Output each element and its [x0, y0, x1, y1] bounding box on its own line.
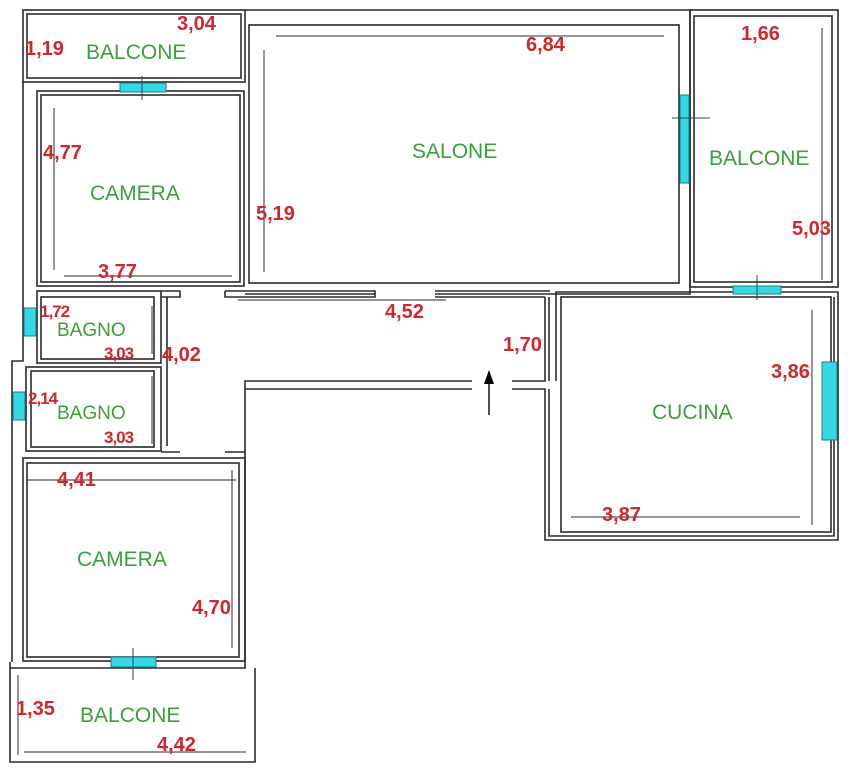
- walls: [9, 9, 839, 763]
- room-label-balcone-bottom: BALCONE: [80, 704, 180, 727]
- wall-camera-top-inner: [40, 94, 241, 283]
- measure-balcone-b-h: 1,35: [16, 698, 55, 720]
- measure-bagno2-h: 2,14: [28, 389, 59, 408]
- window-salone: [672, 94, 710, 184]
- room-label-bagno-1: BAGNO: [57, 320, 126, 341]
- wall-salone-inner: [248, 24, 680, 284]
- wall-bagno-1: [36, 290, 162, 364]
- wall-bagno-2: [25, 366, 162, 452]
- measure-corridor-h: 4,02: [162, 344, 201, 366]
- wall-balcone-right-inner: [693, 15, 833, 283]
- measure-camera-bottom-w: 4,41: [57, 469, 96, 491]
- room-label-salone: SALONE: [412, 140, 497, 163]
- measure-balcone-r-h: 5,03: [792, 218, 831, 240]
- room-label-camera-bottom: CAMERA: [77, 548, 167, 571]
- room-labels: BALCONE CAMERA SALONE BALCONE BAGNO BAGN…: [57, 41, 809, 727]
- measure-balcone-b-w: 4,42: [157, 734, 196, 756]
- measure-entry-w: 1,70: [503, 334, 542, 356]
- room-label-bagno-2: BAGNO: [57, 403, 126, 424]
- room-label-camera-top: CAMERA: [90, 182, 180, 205]
- windows: [12, 76, 838, 680]
- window-balcone-right: [732, 275, 782, 300]
- wall-balcone-top-left-inner: [26, 13, 242, 79]
- window-camera-top: [119, 76, 167, 100]
- measure-camera-top-h: 4,77: [43, 142, 82, 164]
- dimension-lines: [17, 28, 823, 755]
- measure-salone-h: 5,19: [256, 203, 295, 225]
- measure-balcone-tl-w: 3,04: [177, 13, 217, 35]
- window-camera-bottom: [110, 648, 157, 680]
- entry-arrow-icon: [484, 370, 494, 415]
- window-bagno-1: [23, 307, 37, 337]
- wall-camera-bottom-outer: [10, 452, 246, 669]
- measure-balcone-r-w: 1,66: [741, 23, 780, 45]
- window-cucina: [821, 361, 838, 441]
- measure-camera-bottom-h: 4,70: [192, 597, 231, 619]
- wall-bagno-2-inner: [30, 370, 155, 448]
- room-label-balcone-right: BALCONE: [709, 147, 809, 170]
- measure-salone-w: 6,84: [526, 34, 566, 56]
- wall-bagno-1-inner: [40, 296, 155, 360]
- wall-corridor: [161, 290, 550, 453]
- measure-bagno2-w: 3,03: [104, 428, 134, 447]
- wall-balcone-top-left: [22, 9, 246, 83]
- wall-corridor-2: [166, 291, 839, 541]
- wall-left-exterior: [11, 82, 24, 662]
- window-bagno-2: [12, 391, 26, 421]
- measure-cucina-w: 3,87: [602, 504, 641, 526]
- room-label-balcone-top-left: BALCONE: [86, 41, 186, 64]
- measure-camera-top-w: 3,77: [98, 261, 137, 283]
- measure-bagno1-w: 3,03: [104, 344, 134, 363]
- measure-corridor-w: 4,52: [385, 301, 424, 323]
- measure-balcone-tl-h: 1,19: [25, 38, 64, 60]
- wall-left-exterior-2: [9, 662, 256, 763]
- measurements: 3,04 1,19 4,77 3,77 6,84 5,19 1,66 5,03 …: [16, 13, 831, 756]
- measure-cucina-h: 3,86: [771, 361, 810, 383]
- room-label-cucina: CUCINA: [652, 401, 733, 424]
- measure-bagno1-h: 1,72: [40, 302, 70, 321]
